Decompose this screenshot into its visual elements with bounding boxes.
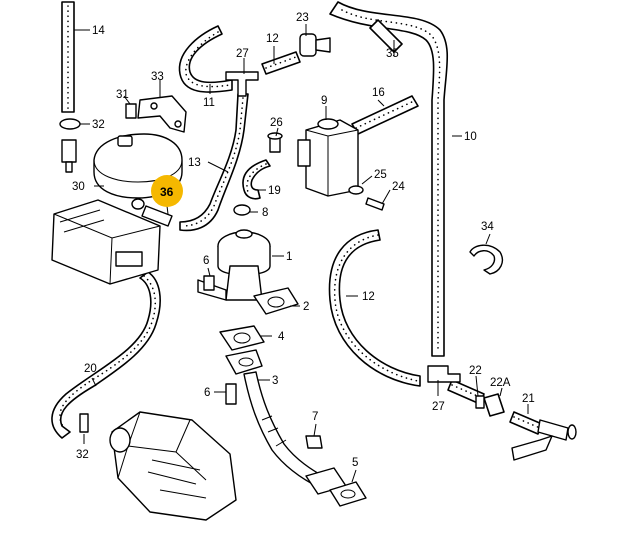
hose-11 bbox=[178, 25, 233, 93]
label-27-bottom: 27 bbox=[432, 401, 445, 413]
label-36: 36 bbox=[160, 185, 174, 199]
label-24: 24 bbox=[392, 181, 405, 193]
label-35: 35 bbox=[386, 48, 399, 60]
label-34: 34 bbox=[481, 221, 494, 233]
label-23: 23 bbox=[296, 12, 309, 24]
label-12-mid: 12 bbox=[362, 291, 375, 303]
clip-7 bbox=[305, 435, 323, 449]
label-10: 10 bbox=[464, 131, 477, 143]
bolt-31 bbox=[125, 103, 137, 119]
highlight-marker-36 bbox=[151, 175, 183, 207]
t-piece-27-top bbox=[225, 71, 259, 97]
hose-22A bbox=[483, 393, 505, 417]
valve-23 bbox=[299, 33, 331, 57]
label-13: 13 bbox=[188, 157, 201, 169]
gasket-4 bbox=[219, 325, 265, 351]
nipple-top-left bbox=[61, 139, 77, 173]
vacuum-pump-housing bbox=[51, 199, 161, 285]
part-labels: 14 23 35 27 12 11 33 31 32 9 16 10 26 13… bbox=[72, 12, 535, 469]
label-14: 14 bbox=[92, 25, 105, 37]
pipe-21-end bbox=[511, 419, 577, 461]
check-valve-36 bbox=[131, 198, 173, 227]
hose-10 bbox=[329, 1, 449, 357]
bracket-33 bbox=[137, 95, 187, 133]
gasket-2 bbox=[253, 287, 299, 315]
egr-cooler bbox=[109, 411, 237, 521]
clamp-26 bbox=[267, 132, 283, 153]
solenoid-valve-9 bbox=[297, 118, 359, 197]
clamp-8 bbox=[233, 204, 251, 216]
label-5: 5 bbox=[352, 457, 358, 469]
label-6-top: 6 bbox=[203, 255, 209, 267]
leader-lines bbox=[74, 24, 529, 483]
label-27-top: 27 bbox=[236, 48, 249, 60]
hose-14 bbox=[61, 1, 75, 113]
label-30: 30 bbox=[72, 181, 85, 193]
label-3: 3 bbox=[272, 375, 278, 387]
label-1: 1 bbox=[286, 251, 292, 263]
label-21: 21 bbox=[522, 393, 535, 405]
gasket-5 bbox=[305, 467, 367, 507]
label-22A: 22A bbox=[490, 377, 511, 389]
label-4: 4 bbox=[278, 331, 285, 343]
label-11: 11 bbox=[203, 97, 215, 109]
label-25: 25 bbox=[374, 169, 387, 181]
hose-20 bbox=[51, 271, 161, 439]
hose-13 bbox=[179, 93, 249, 232]
connector-22 bbox=[475, 395, 485, 409]
hose-19 bbox=[242, 159, 271, 200]
label-16: 16 bbox=[372, 87, 385, 99]
hose-21 bbox=[509, 411, 543, 435]
clamp-32-top bbox=[59, 118, 81, 130]
egr-pipe-3 bbox=[225, 349, 327, 489]
label-32-bottom: 32 bbox=[76, 449, 89, 461]
hose-16 bbox=[351, 95, 419, 135]
label-6-bottom: 6 bbox=[204, 387, 210, 399]
label-20: 20 bbox=[84, 363, 97, 375]
bolt-24 bbox=[365, 197, 385, 211]
label-9: 9 bbox=[321, 95, 327, 107]
label-2: 2 bbox=[303, 301, 309, 313]
hose-12-top bbox=[261, 51, 301, 75]
label-19: 19 bbox=[268, 185, 281, 197]
label-33: 33 bbox=[151, 71, 164, 83]
t-piece-27-bottom bbox=[427, 365, 461, 383]
label-12-top: 12 bbox=[266, 33, 279, 45]
label-22: 22 bbox=[469, 365, 482, 377]
label-8: 8 bbox=[262, 207, 268, 219]
clamp-34 bbox=[469, 244, 504, 275]
label-31: 31 bbox=[116, 89, 129, 101]
bolt-6-top bbox=[203, 275, 215, 291]
hose-12-mid bbox=[328, 229, 421, 387]
clamp-32-bottom bbox=[79, 413, 89, 433]
label-32-top: 32 bbox=[92, 119, 105, 131]
label-7: 7 bbox=[312, 411, 318, 423]
seal-25 bbox=[348, 185, 364, 195]
label-26: 26 bbox=[270, 117, 283, 129]
bolt-6-bottom bbox=[225, 383, 237, 405]
